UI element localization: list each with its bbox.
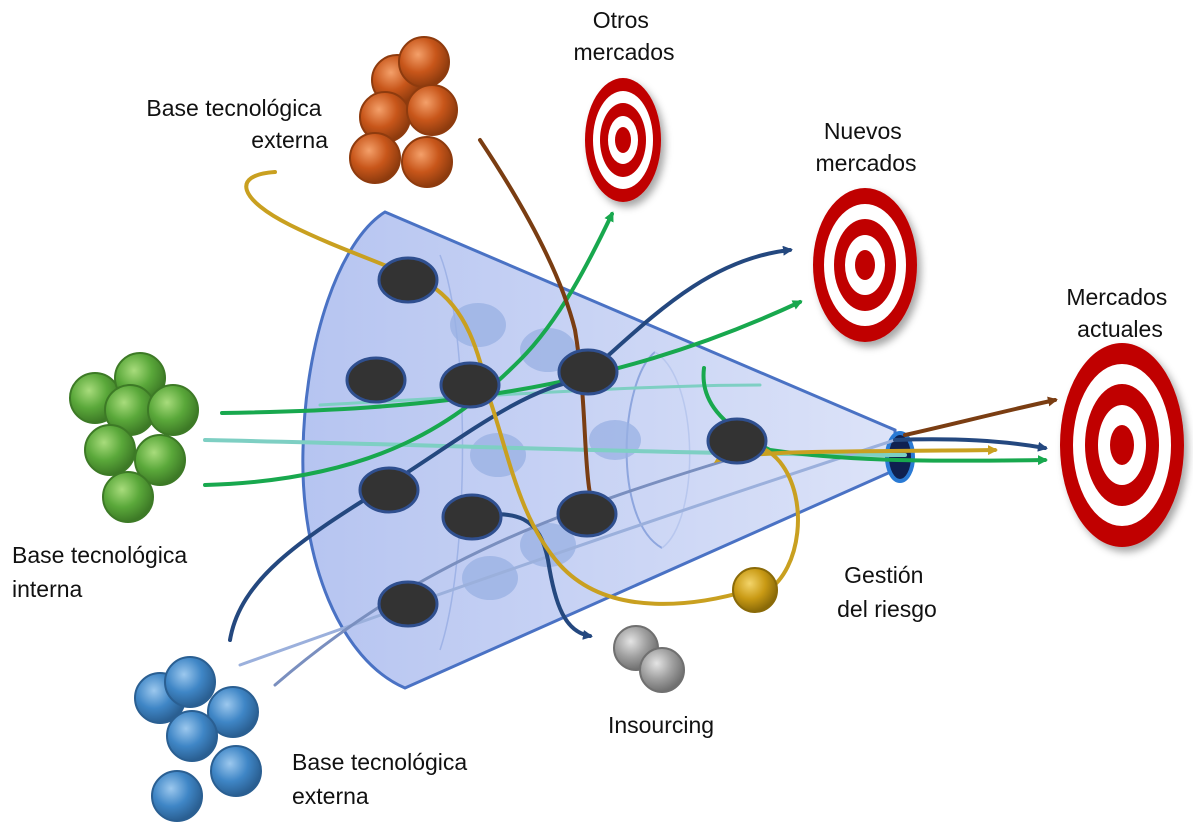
target-nuevos-mercados <box>813 188 917 342</box>
flows <box>203 138 1058 687</box>
label-nuevos-mercados: Nuevos mercados <box>816 118 917 176</box>
idea-dark <box>441 493 503 541</box>
flow-light-2 <box>318 383 762 407</box>
idea-dark <box>377 580 439 628</box>
flow-green-1 <box>220 300 803 415</box>
idea-dark <box>556 490 618 538</box>
gray-spheres <box>613 625 685 693</box>
idea-dark <box>706 417 768 465</box>
idea-dark <box>345 356 407 404</box>
label-base-externa-bottom: Base tecnológica externa <box>292 749 474 809</box>
idea-dark <box>377 256 439 304</box>
label-mercados-actuales: Mercados actuales <box>1066 284 1173 342</box>
label-base-externa-top: Base tecnológica externa <box>146 95 328 153</box>
flow-navy-diag-2 <box>273 448 762 687</box>
flow-navy-2 <box>893 437 1048 452</box>
flow-gold-1 <box>244 170 752 606</box>
orange-spheres <box>349 36 458 188</box>
target-mercados-actuales <box>1060 343 1184 547</box>
flow-green-2 <box>203 211 614 487</box>
flow-brown-2 <box>903 396 1058 437</box>
label-otros-mercados: Otros mercados <box>574 7 675 65</box>
idea-dark <box>358 466 420 514</box>
idea-light <box>450 303 506 347</box>
idea-dark <box>557 348 619 396</box>
flow-navy-diag-1 <box>238 438 897 667</box>
dark-ideas <box>345 256 768 628</box>
idea-light <box>589 420 641 460</box>
idea-light <box>470 433 526 477</box>
label-insourcing: Insourcing <box>608 712 714 738</box>
target-otros-mercados <box>585 78 661 202</box>
label-gestion-riesgo: Gestión del riesgo <box>837 562 937 622</box>
label-base-interna: Base tecnológica interna <box>12 542 194 602</box>
gold-sphere <box>732 567 778 613</box>
green-spheres <box>69 352 199 523</box>
idea-light <box>520 523 576 567</box>
blue-spheres <box>134 656 262 822</box>
idea-dark <box>439 361 501 409</box>
funnel-exit <box>885 431 915 483</box>
flow-brown-1 <box>478 138 602 527</box>
funnel-inner-ring-2 <box>654 351 691 549</box>
